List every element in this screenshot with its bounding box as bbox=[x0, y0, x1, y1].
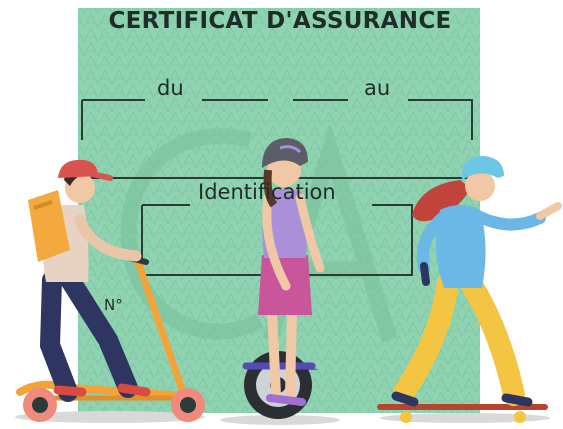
skateboard bbox=[377, 404, 548, 423]
label-identification: Identification bbox=[198, 180, 336, 204]
certificate-title: CERTIFICAT D'ASSURANCE bbox=[108, 8, 452, 34]
cap bbox=[58, 159, 98, 178]
skateboard-rider bbox=[377, 156, 562, 423]
form-lines bbox=[81, 99, 473, 276]
scooter-rider bbox=[16, 159, 205, 422]
ground-shadow bbox=[380, 413, 550, 423]
label-number: N° bbox=[104, 296, 123, 314]
ground-shadow bbox=[220, 415, 340, 425]
ground-shadow bbox=[15, 411, 205, 423]
blue-helmet bbox=[461, 156, 504, 180]
hoverboard-rider bbox=[242, 138, 325, 419]
purple-helmet bbox=[262, 138, 308, 168]
label-to: au bbox=[364, 76, 391, 100]
label-from: du bbox=[157, 76, 184, 100]
